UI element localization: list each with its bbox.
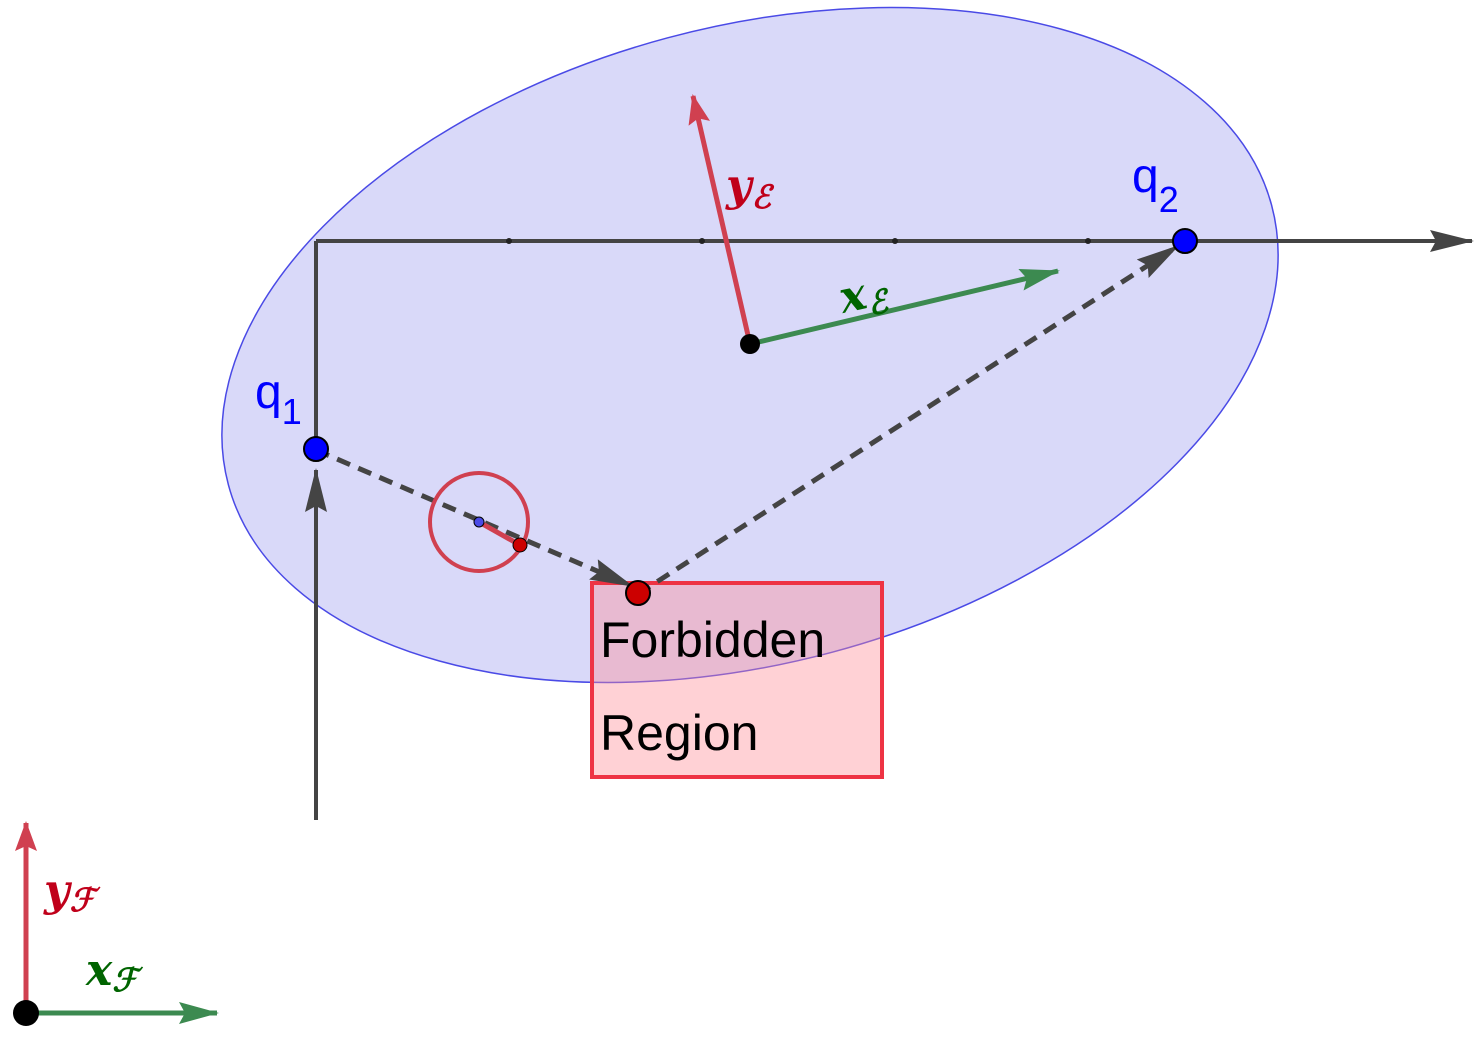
region-label-line1: Forbidden xyxy=(600,612,825,668)
ellipse-y-label-sub: ℰ xyxy=(752,178,775,216)
axis-tick xyxy=(892,238,898,244)
world-y-label-main: y xyxy=(43,865,73,916)
world-x-label-sub: ℱ xyxy=(112,961,143,999)
region-label-line2: Region xyxy=(600,705,758,761)
circle-edge-point xyxy=(512,537,528,553)
q2-label-main: q xyxy=(1132,150,1159,203)
q2-point xyxy=(1172,228,1198,254)
q1-label-main: q xyxy=(255,366,282,419)
q1-label: q1 xyxy=(255,366,302,432)
world-origin-point xyxy=(13,1000,39,1026)
forbidden-region-box xyxy=(590,581,884,779)
world-y-label: yℱ xyxy=(43,865,101,919)
ellipse-center-point xyxy=(740,334,760,354)
ellipse-y-label-main: y xyxy=(725,160,755,211)
dashed-path-segment-2 xyxy=(636,243,1180,597)
ellipse-y-axis-arrow xyxy=(688,94,753,345)
world-y-label-sub: ℱ xyxy=(70,881,101,919)
forbidden-waypoint xyxy=(625,580,651,606)
sensing-circle xyxy=(428,471,530,573)
axis-tick xyxy=(506,238,512,244)
q2-label-sub: 2 xyxy=(1159,179,1179,220)
world-x-label: xℱ xyxy=(85,945,143,999)
q1-point xyxy=(303,436,329,462)
ellipse-y-label: yℰ xyxy=(725,160,775,216)
q1-label-sub: 1 xyxy=(282,391,302,432)
dashed-path-segment-1 xyxy=(315,447,634,589)
q2-label: q2 xyxy=(1132,150,1179,220)
sensing-radius xyxy=(477,519,522,548)
ellipse-x-axis-arrow xyxy=(749,268,1060,347)
axis-tick xyxy=(1085,238,1091,244)
circle-center-point xyxy=(473,516,485,528)
axis-tick xyxy=(699,238,705,244)
world-x-label-main: x xyxy=(85,945,113,996)
